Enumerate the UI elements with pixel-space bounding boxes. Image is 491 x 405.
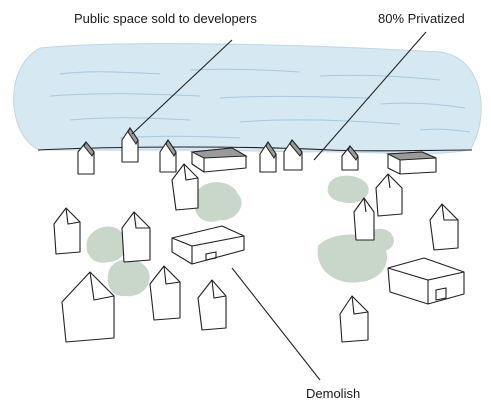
house [197, 279, 227, 331]
leader-privatized [313, 31, 427, 161]
tree-cluster [86, 226, 127, 263]
tree-cluster [195, 182, 242, 222]
leader-demolish [231, 267, 321, 381]
tree-clusters [86, 175, 394, 297]
house [341, 145, 359, 171]
house [353, 197, 375, 241]
house-block [387, 257, 465, 305]
house [259, 141, 277, 173]
tree-cluster [107, 259, 150, 297]
house-block [386, 151, 437, 175]
house [429, 203, 459, 251]
house-block [171, 225, 245, 265]
water-body [13, 43, 482, 155]
house [283, 139, 303, 171]
house [149, 265, 181, 321]
shoreline [37, 146, 473, 152]
leader-public-space [131, 39, 233, 135]
label-privatized: 80% Privatized [378, 11, 465, 26]
house [121, 127, 139, 163]
tree-cluster [327, 175, 369, 204]
waterfront-houses [77, 127, 437, 175]
house [339, 295, 369, 343]
house [159, 139, 177, 173]
tree-cluster [370, 228, 394, 252]
house [77, 141, 95, 175]
house [53, 207, 81, 255]
house [121, 211, 151, 263]
house [61, 271, 115, 343]
house [171, 163, 199, 211]
waterfront [13, 43, 482, 155]
label-public-space: Public space sold to developers [74, 11, 257, 26]
annotation-lines [131, 31, 427, 381]
label-demolish: Demolish [306, 386, 361, 401]
inland-houses [53, 163, 465, 343]
house-block [190, 147, 248, 173]
house [375, 173, 403, 217]
tree-cluster [317, 234, 388, 283]
